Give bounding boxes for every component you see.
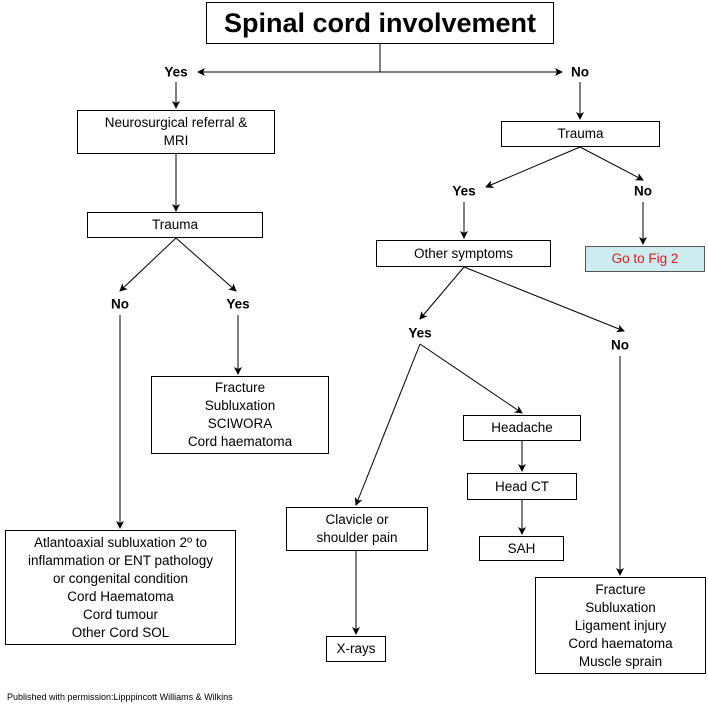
fracture-right-line-1: Fracture [595, 581, 646, 597]
fracture-left-line-3: SCIWORA [207, 416, 273, 431]
sah-box: SAH [479, 536, 564, 561]
fracture-list-left-box: Fracture Subluxation SCIWORA Cord haemat… [151, 376, 329, 454]
fracture-right-line-5: Muscle sprain [578, 653, 663, 669]
neuro-referral-line-1: Neurosurgical referral & [104, 115, 248, 130]
head-ct-box: Head CT [467, 473, 577, 500]
other-symptoms-box: Other symptoms [376, 240, 551, 267]
fracture-left-line-1: Fracture [214, 380, 266, 395]
fracture-right-line-3: Ligament injury [574, 617, 667, 633]
trauma-box-left: Trauma [87, 212, 263, 238]
trauma-box-right: Trauma [501, 121, 660, 147]
atlantoaxial-line-1: Atlantoaxial subluxation 2º to [33, 534, 208, 550]
label-no-right: No [634, 183, 652, 199]
fracture-left-line-4: Cord haematoma [187, 434, 293, 449]
clavicle-line-1: Clavicle or [325, 512, 389, 527]
headache-box: Headache [463, 415, 581, 441]
atlantoaxial-box: Atlantoaxial subluxation 2º to inflammat… [5, 530, 236, 645]
fracture-left-line-2: Subluxation [204, 398, 276, 413]
neurosurgical-referral-box: Neurosurgical referral & MRI [77, 110, 275, 154]
fracture-right-line-4: Cord haematoma [568, 635, 673, 651]
atlantoaxial-line-2: inflammation or ENT pathology [27, 552, 214, 568]
clavicle-line-2: shoulder pain [316, 530, 398, 545]
neuro-referral-line-2: MRI [163, 133, 189, 148]
atlantoaxial-line-3: or congenital condition [52, 570, 189, 586]
go-to-fig2-box[interactable]: Go to Fig 2 [585, 246, 705, 272]
fracture-list-right-box: Fracture Subluxation Ligament injury Cor… [535, 577, 706, 674]
atlantoaxial-line-5: Cord tumour [82, 606, 159, 622]
label-no-top: No [571, 64, 589, 80]
label-yes-right: Yes [452, 183, 476, 199]
permission-footer: Published with permission:Lipppincott Wi… [7, 692, 233, 702]
label-no-other: No [611, 337, 629, 353]
label-yes-top: Yes [164, 64, 188, 80]
label-no-left: No [111, 296, 129, 312]
xrays-box: X-rays [326, 636, 386, 662]
clavicle-shoulder-box: Clavicle or shoulder pain [286, 507, 428, 551]
page-title: Spinal cord involvement [206, 2, 554, 44]
atlantoaxial-line-4: Cord Haematoma [67, 588, 174, 604]
label-yes-left: Yes [226, 296, 250, 312]
label-yes-other: Yes [408, 325, 432, 341]
fracture-right-line-2: Subluxation [585, 599, 656, 615]
atlantoaxial-line-6: Other Cord SOL [71, 624, 170, 640]
